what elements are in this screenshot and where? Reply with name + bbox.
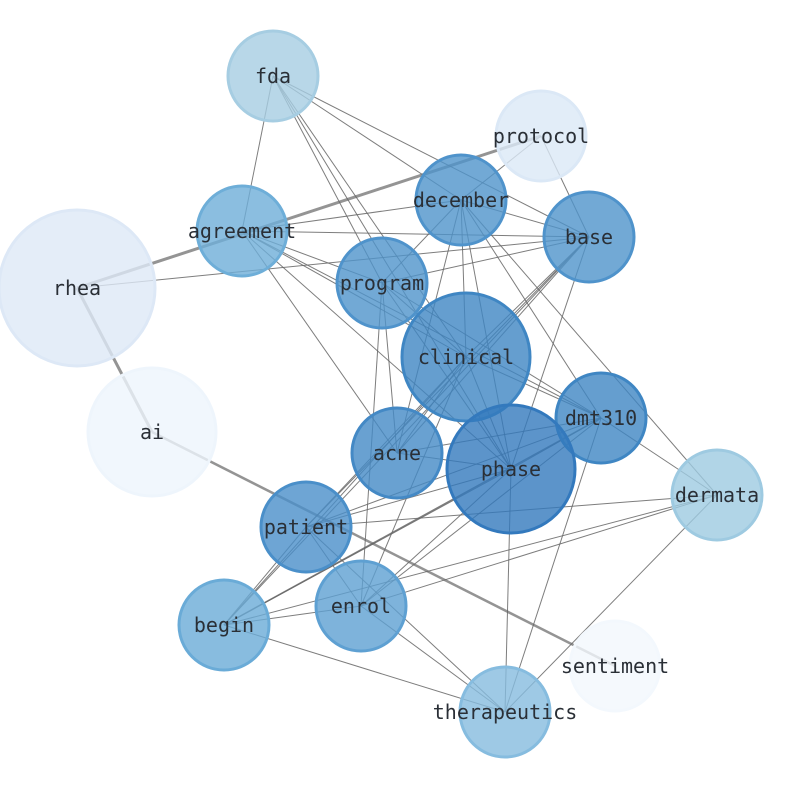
node-label: phase (481, 457, 541, 481)
edge-rhea-base (76, 236, 590, 289)
node-phase[interactable]: phase (445, 403, 577, 535)
edge-dermata-therapeutics (504, 494, 718, 713)
node-begin[interactable]: begin (177, 578, 271, 672)
edge-december-dermata (460, 199, 718, 496)
node-circle (195, 184, 289, 278)
nodes-layer: fda protocol december agreement base rhea prog… (0, 29, 764, 759)
edge-agreement-base (241, 230, 590, 238)
node-label: program (340, 271, 424, 295)
node-dermata[interactable]: dermata (670, 448, 764, 542)
node-acne[interactable]: acne (350, 406, 444, 500)
node-circle (335, 236, 429, 330)
node-protocol[interactable]: protocol (493, 89, 589, 183)
node-label: begin (194, 613, 254, 637)
node-label: sentiment (561, 654, 669, 678)
node-label: therapeutics (433, 700, 578, 724)
node-clinical[interactable]: clinical (400, 291, 532, 423)
node-program[interactable]: program (335, 236, 429, 330)
node-label: base (565, 225, 613, 249)
node-circle (445, 403, 577, 535)
node-circle (670, 448, 764, 542)
node-label: rhea (53, 276, 101, 300)
node-label: dermata (675, 483, 759, 507)
edge-begin-therapeutics (223, 624, 506, 713)
node-label: acne (373, 441, 421, 465)
node-label: patient (264, 515, 348, 539)
node-label: fda (255, 64, 291, 88)
edge-begin-dermata (223, 494, 718, 626)
node-circle (350, 406, 444, 500)
node-circle (542, 190, 636, 284)
node-label: protocol (493, 124, 589, 148)
node-circle (554, 371, 648, 465)
node-dmt310[interactable]: dmt310 (554, 371, 648, 465)
node-patient[interactable]: patient (259, 480, 353, 574)
node-december[interactable]: december (413, 153, 509, 247)
node-circle (414, 153, 508, 247)
node-rhea[interactable]: rhea (0, 208, 157, 368)
edge-enrol-dermata (360, 494, 718, 607)
node-label: clinical (418, 345, 514, 369)
node-label: agreement (188, 219, 296, 243)
node-circle (314, 559, 408, 653)
edge-ai-sentiment (151, 430, 616, 668)
node-label: enrol (331, 594, 391, 618)
node-label: december (413, 188, 509, 212)
node-fda[interactable]: fda (226, 29, 320, 123)
node-label: dmt310 (565, 406, 637, 430)
node-circle (86, 366, 218, 498)
node-ai[interactable]: ai (86, 366, 218, 498)
node-circle (458, 665, 552, 759)
node-sentiment[interactable]: sentiment (561, 619, 669, 713)
node-therapeutics[interactable]: therapeutics (433, 665, 578, 759)
node-base[interactable]: base (542, 190, 636, 284)
edge-dmt310-therapeutics (504, 417, 602, 713)
node-circle (226, 29, 320, 123)
node-circle (400, 291, 532, 423)
node-circle (0, 208, 157, 368)
node-label: ai (140, 420, 164, 444)
node-enrol[interactable]: enrol (314, 559, 408, 653)
node-agreement[interactable]: agreement (188, 184, 296, 278)
edge-fda-base (272, 75, 590, 238)
node-circle (494, 89, 588, 183)
node-circle (177, 578, 271, 672)
node-circle (568, 619, 662, 713)
node-circle (259, 480, 353, 574)
